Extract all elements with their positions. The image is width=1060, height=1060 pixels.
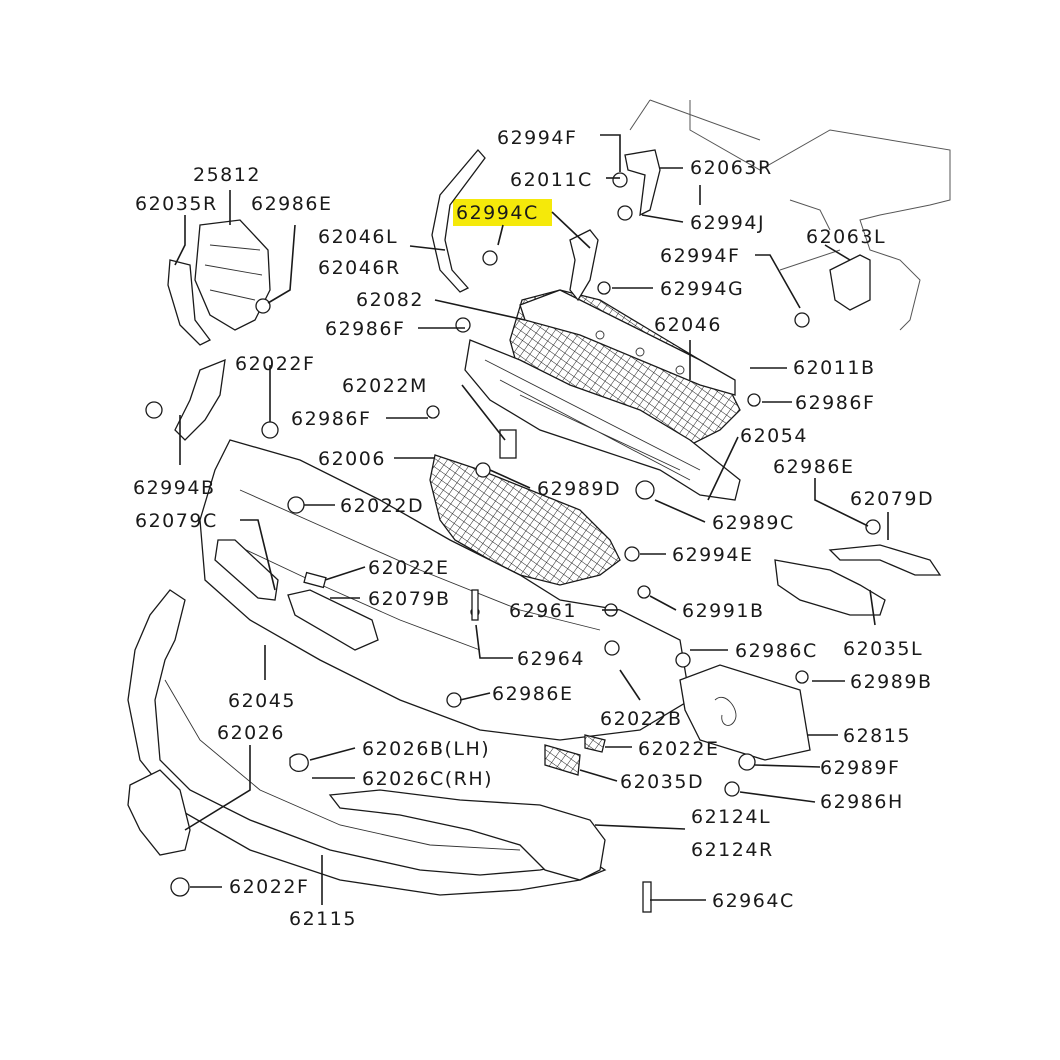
bumper-fascia [199, 439, 691, 741]
leader-lines [174, 134, 889, 905]
label-62026C: 62026C(RH) [362, 768, 493, 790]
label-62022E: 62022E [368, 557, 449, 579]
cover-62022E [584, 734, 606, 753]
label-62035R: 62035R [135, 193, 218, 215]
label-62046L: 62046L [318, 226, 398, 248]
plate-bracket-62815 [679, 664, 811, 761]
label-62026B: 62026B(LH) [362, 738, 490, 760]
frame-62079B [287, 589, 379, 651]
label-62986E-right: 62986E [773, 456, 854, 478]
label-62986C: 62986C [735, 640, 818, 662]
bracket-25812 [194, 219, 271, 331]
under-spoiler-62124 [328, 789, 606, 881]
fasteners [145, 172, 881, 913]
label-62079C: 62079C [135, 510, 218, 532]
bracket-62035R [167, 259, 211, 346]
label-62994E: 62994E [672, 544, 753, 566]
part-labels: 25812 62035R 62986E 62046L 62046R 62994F… [133, 127, 934, 930]
corner-62026 [127, 769, 191, 856]
label-62989F: 62989F [820, 757, 900, 779]
label-62022E-bottom: 62022E [638, 738, 719, 760]
frame-62079C [214, 539, 279, 601]
label-62986F: 62986F [325, 318, 405, 340]
label-62994F: 62994F [497, 127, 577, 149]
reinforcement-62079D [828, 544, 942, 576]
stay-62063L [829, 254, 871, 311]
label-62082: 62082 [356, 289, 424, 311]
label-62961: 62961 [509, 600, 577, 622]
label-62989D: 62989D [537, 478, 621, 500]
rail-62046 [431, 149, 486, 293]
label-62022F-bottom: 62022F [229, 876, 309, 898]
label-62815: 62815 [843, 725, 911, 747]
label-62054: 62054 [740, 425, 808, 447]
label-62986E: 62986E [251, 193, 332, 215]
label-62124L: 62124L [691, 806, 771, 828]
label-25812: 25812 [193, 164, 261, 186]
label-62063R: 62063R [690, 157, 773, 179]
lower-grille-62006 [429, 454, 621, 586]
label-62124R: 62124R [691, 839, 774, 861]
label-62063L: 62063L [806, 226, 886, 248]
label-62035D: 62035D [620, 771, 704, 793]
bracket-62035L [774, 559, 886, 616]
label-62022F-top: 62022F [235, 353, 315, 375]
stay-62063R [624, 149, 661, 217]
label-62986H: 62986H [820, 791, 904, 813]
upper-garnish-62082 [519, 289, 736, 396]
label-62045: 62045 [228, 690, 296, 712]
label-62115: 62115 [289, 908, 357, 930]
label-62035L: 62035L [843, 638, 923, 660]
label-62994G: 62994G [660, 278, 744, 300]
label-62006: 62006 [318, 448, 386, 470]
label-62046: 62046 [654, 314, 722, 336]
label-62011C: 62011C [510, 169, 593, 191]
label-62022B: 62022B [600, 708, 682, 730]
label-62986F-mid: 62986F [291, 408, 371, 430]
label-62994B: 62994B [133, 477, 215, 499]
label-62986E-bottom: 62986E [492, 683, 573, 705]
label-62994F-right: 62994F [660, 245, 740, 267]
label-62994J: 62994J [690, 212, 765, 234]
label-62022D: 62022D [340, 495, 424, 517]
clip-62026B [289, 753, 309, 773]
label-62964: 62964 [517, 648, 585, 670]
label-62994C: 62994C [456, 202, 539, 224]
label-62989B: 62989B [850, 671, 932, 693]
label-62079B: 62079B [368, 588, 450, 610]
label-62964C: 62964C [712, 890, 795, 912]
car-body-outline [629, 99, 951, 331]
bracket-62011C [569, 229, 599, 302]
label-62986F-right: 62986F [795, 392, 875, 414]
side-bracket-left [174, 358, 226, 441]
label-62011B: 62011B [793, 357, 875, 379]
highlight-box [453, 199, 552, 226]
label-62991B: 62991B [682, 600, 764, 622]
label-62046R: 62046R [318, 257, 401, 279]
cover-62035D [544, 744, 581, 776]
label-62022M: 62022M [342, 375, 428, 397]
label-62989C: 62989C [712, 512, 795, 534]
clip-62022M [499, 429, 517, 459]
label-62026: 62026 [217, 722, 285, 744]
label-62079D: 62079D [850, 488, 934, 510]
